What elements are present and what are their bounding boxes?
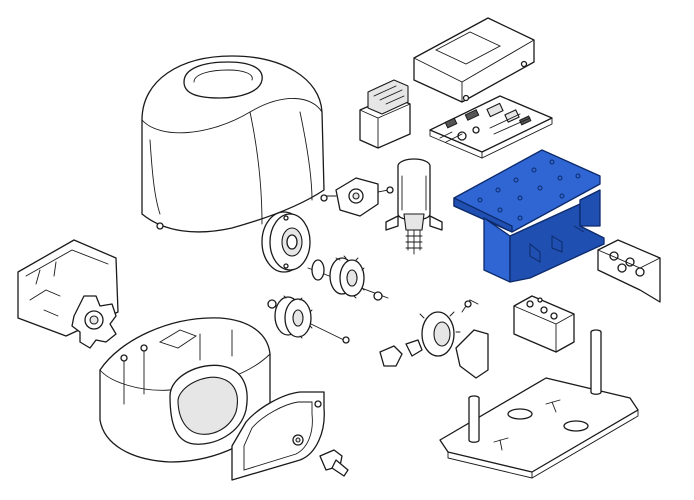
control-circuit-board: [429, 95, 553, 159]
electric-motor: [385, 158, 443, 255]
drive-pinion-gear: [71, 295, 117, 349]
control-box-cover: [413, 17, 535, 103]
bracket-mounting-holes: [477, 159, 581, 221]
anchor-bolts: [468, 329, 602, 443]
front-cover-plate: [231, 391, 325, 481]
limit-switch-block: [513, 295, 575, 353]
limit-switch-bracket: [320, 177, 394, 217]
bearing-flange: [261, 211, 311, 273]
release-key: [319, 449, 349, 477]
gearbox-base-housing: [99, 317, 271, 463]
output-gear-shaft: [267, 295, 350, 344]
intermediate-gear-shaft: [307, 255, 389, 301]
motor-bracket-plate[interactable]: [453, 149, 605, 283]
manual-release-mechanism: [379, 299, 489, 379]
side-mounting-plate: [597, 239, 661, 303]
transformer: [359, 79, 411, 149]
base-mounting-plate: [439, 329, 639, 479]
main-housing-cover: [141, 55, 325, 233]
